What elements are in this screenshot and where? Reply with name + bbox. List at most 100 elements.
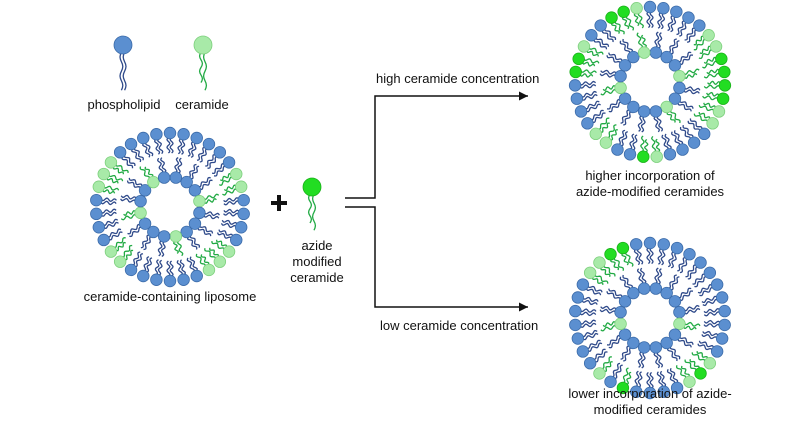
inner-lipid [620, 100, 640, 126]
outer-lipid [569, 65, 597, 79]
outer-lipid [97, 228, 123, 247]
inner-lipid [599, 69, 627, 83]
outer-lipid [643, 236, 657, 265]
outer-lipid [568, 79, 597, 92]
low-branch-arrow [345, 206, 528, 312]
outer-lipid [187, 131, 203, 158]
outer-lipid [703, 304, 731, 318]
outer-lipid [177, 128, 190, 155]
outer-lipid [657, 2, 670, 30]
inner-lipid [140, 225, 160, 251]
high-concentration-label: high ceramide concentration [376, 71, 540, 86]
inner-lipid [606, 328, 632, 349]
high-incorporation-liposome [568, 0, 732, 163]
ceramide-containing-liposome [90, 126, 250, 288]
azide-label-line2: modified [292, 254, 342, 269]
outer-lipid [605, 11, 625, 35]
outer-lipid [583, 266, 609, 285]
outer-lipid [220, 219, 248, 234]
inner-lipid [120, 194, 147, 208]
inner-lipid [157, 157, 171, 184]
outer-lipid [684, 19, 706, 43]
inner-lipid [188, 217, 214, 237]
outer-lipid [576, 278, 603, 296]
outer-lipid [104, 156, 129, 175]
outer-lipid [656, 370, 670, 398]
outer-lipid [616, 367, 632, 395]
azide-label-line1: azide [301, 238, 333, 253]
outer-lipid [675, 365, 696, 388]
outer-lipid [572, 52, 600, 67]
outer-lipid [604, 362, 623, 388]
outer-lipid [574, 100, 601, 118]
inner-lipid [668, 51, 694, 72]
outer-lipid [223, 207, 250, 221]
outer-lipid [703, 318, 731, 332]
outer-lipid [676, 11, 695, 37]
inner-lipid [127, 217, 152, 238]
outer-lipid [630, 238, 644, 266]
outer-lipid [593, 356, 613, 380]
outer-lipid [92, 218, 119, 234]
outer-lipid [150, 259, 163, 286]
inner-lipid [673, 304, 701, 319]
outer-lipid [671, 130, 689, 156]
outer-lipid [666, 367, 684, 395]
outer-lipid [611, 129, 629, 156]
inner-lipid [599, 305, 627, 319]
outer-lipid [589, 117, 610, 141]
outer-lipid [569, 318, 597, 332]
outer-lipid [617, 5, 635, 31]
inner-lipid [157, 230, 171, 257]
inner-lipid [169, 157, 183, 184]
outer-lipid [113, 244, 134, 268]
outer-lipid [691, 351, 717, 370]
high-result-line2: azide-modified ceramides [575, 184, 725, 199]
outer-lipid [679, 125, 701, 149]
inner-lipid [193, 193, 220, 208]
outer-lipid [196, 137, 216, 163]
azide-label-line3: ceramide [290, 270, 344, 285]
inner-lipid [660, 274, 680, 300]
outer-lipid [698, 40, 723, 60]
low-result-caption: lower incorporation of azide- modified c… [560, 386, 740, 418]
inner-lipid [180, 163, 200, 189]
low-incorporation-liposome [569, 236, 731, 400]
inner-lipid [169, 230, 184, 257]
inner-lipid [649, 341, 664, 369]
outer-lipid [212, 156, 236, 177]
phospholipid-label: phospholipid [87, 97, 161, 112]
outer-lipid [97, 167, 124, 184]
outer-lipid [90, 207, 117, 221]
low-concentration-label: low ceramide concentration [380, 318, 539, 333]
inner-lipid [637, 341, 651, 369]
outer-lipid [218, 167, 243, 186]
inner-lipid [139, 166, 160, 189]
high-result-caption: higher incorporation of azide-modified c… [560, 168, 740, 200]
inner-lipid [600, 317, 627, 332]
low-result-line1: lower incorporation of azide- [568, 386, 732, 401]
outer-lipid [205, 146, 227, 169]
inner-lipid [193, 206, 220, 220]
outer-lipid [176, 259, 190, 286]
inner-lipid [636, 267, 651, 295]
inner-lipid [120, 206, 147, 221]
branch-arrows [345, 91, 528, 312]
outer-lipid [570, 90, 598, 105]
outer-lipid [223, 193, 250, 207]
outer-lipid [204, 247, 227, 268]
outer-lipid [650, 135, 663, 163]
inner-lipid [606, 52, 632, 72]
inner-lipid [660, 38, 680, 64]
outer-lipid [137, 256, 153, 283]
inner-lipid [673, 68, 700, 83]
outer-lipid [661, 133, 677, 161]
inner-lipid [673, 317, 701, 331]
inner-lipid [660, 100, 681, 124]
high-result-line1: higher incorporation of [585, 168, 715, 183]
outer-lipid [222, 180, 248, 196]
outer-lipid [623, 133, 638, 161]
inner-lipid [673, 81, 701, 95]
outer-lipid [692, 266, 717, 288]
phospholipid [113, 35, 133, 91]
